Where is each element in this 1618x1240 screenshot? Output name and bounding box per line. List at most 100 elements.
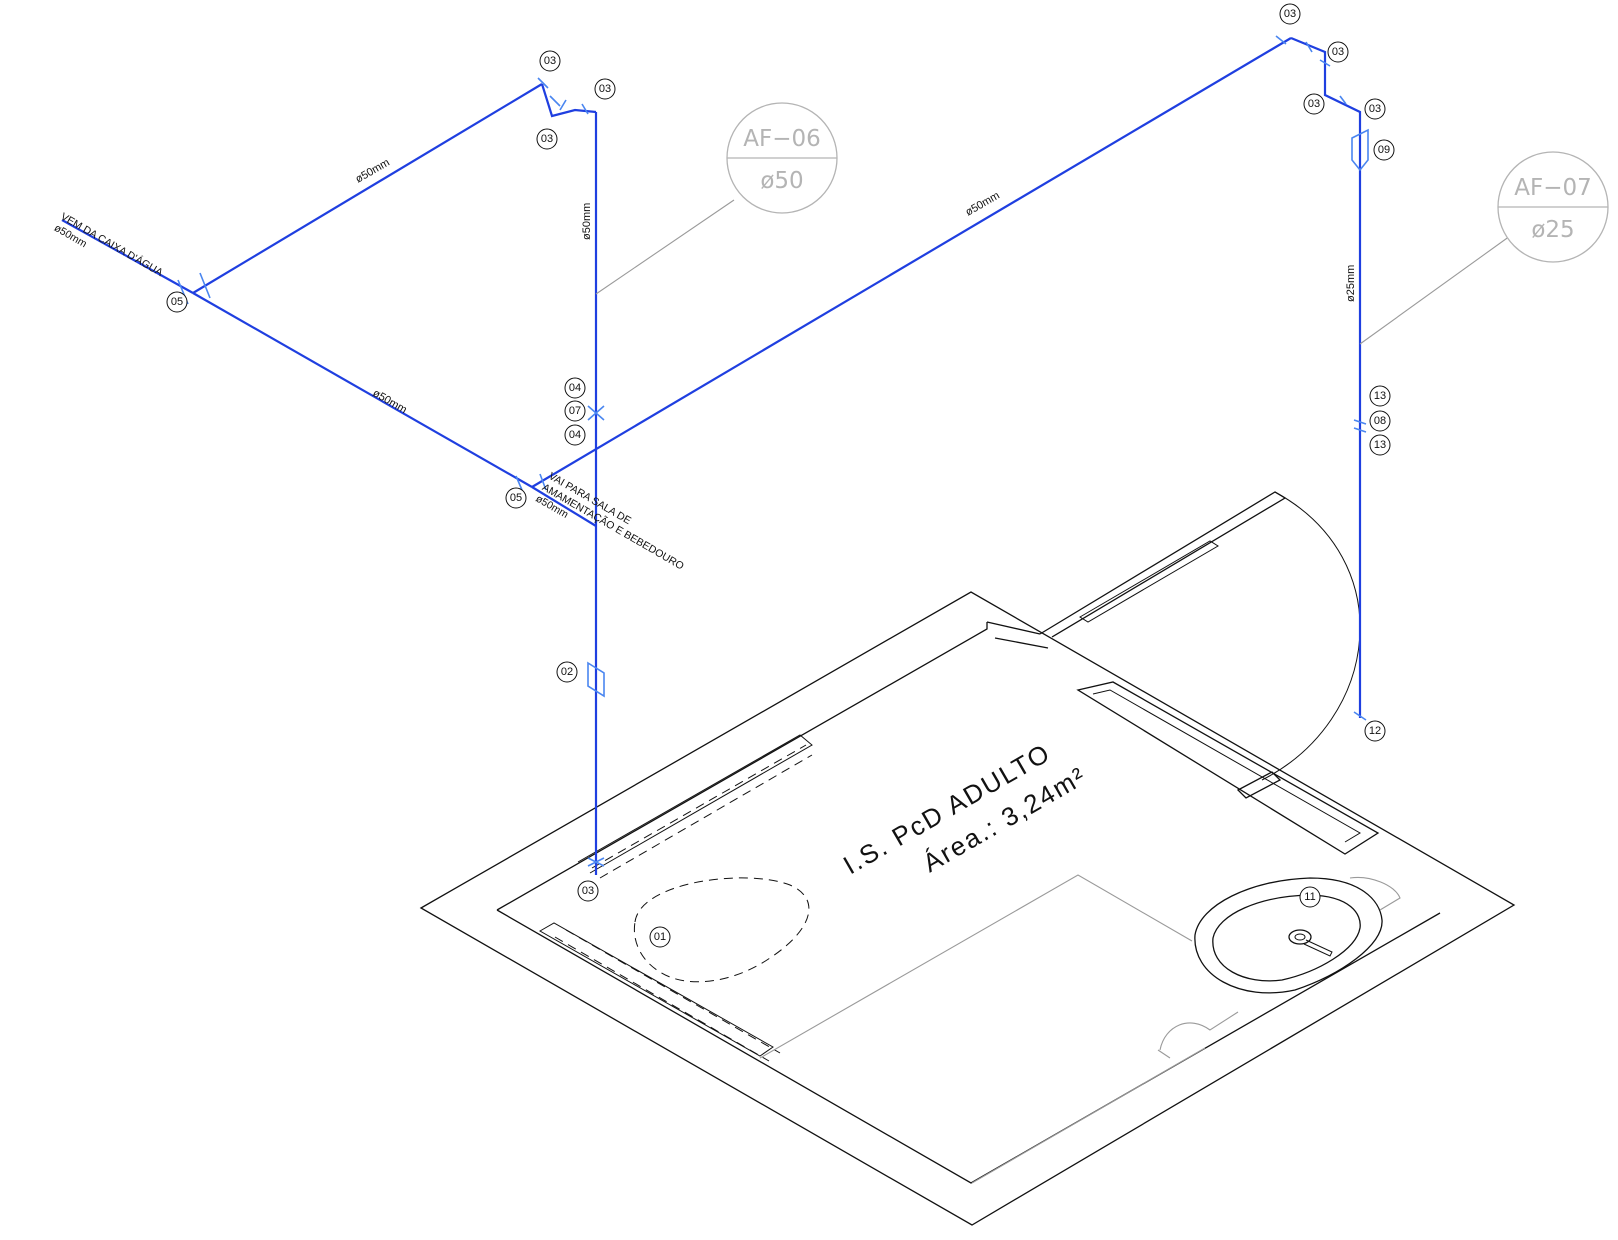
svg-text:12: 12	[1369, 725, 1381, 737]
svg-text:13: 13	[1374, 390, 1386, 402]
balloon-af06-id: AF−06	[743, 126, 821, 152]
svg-text:03: 03	[582, 885, 594, 897]
tag-13a: 13	[1369, 385, 1391, 407]
svg-text:13: 13	[1374, 439, 1386, 451]
pipe-05-to-05	[192, 292, 533, 488]
fitting-register-07	[587, 405, 605, 421]
leader-af07	[1359, 235, 1511, 345]
shower-area-b	[971, 1047, 1206, 1184]
inner-wall-bottom	[496, 909, 1441, 1184]
svg-text:03: 03	[544, 55, 556, 67]
pipe-drop-top-left	[540, 83, 597, 118]
pipe-label-2: ø50mm	[371, 387, 409, 416]
toilet-outline	[633, 877, 810, 983]
sink-drain	[1288, 929, 1312, 945]
svg-text:04: 04	[569, 429, 581, 441]
tag-12: 12	[1364, 720, 1386, 742]
door-frame-left	[986, 621, 1049, 649]
balloon-af07-dia: ø25	[1531, 217, 1574, 243]
door-swing-arc	[1261, 491, 1361, 781]
tag-03h: 03	[577, 880, 599, 902]
pipe-label-1: ø50mm	[354, 157, 392, 186]
shower-area	[759, 874, 1193, 1059]
pipe-diagonal-to-top-right	[531, 37, 1292, 488]
grab-bar-toilet-b	[599, 754, 813, 879]
right-wall	[1076, 681, 1380, 855]
fitting-05-center	[515, 473, 547, 491]
tag-08: 08	[1369, 410, 1391, 432]
svg-text:03: 03	[1332, 46, 1344, 58]
tag-03c: 03	[594, 78, 616, 100]
svg-text:11: 11	[1304, 891, 1315, 903]
room-label: I.S. PcD ADULTO Área.: 3,24m²	[838, 737, 1092, 880]
tag-04a: 04	[564, 377, 586, 399]
tag-03d: 03	[1279, 3, 1301, 25]
svg-text:03: 03	[1308, 98, 1320, 110]
grab-bar-toilet-a	[591, 744, 807, 869]
pipe-label-5: ø25mm	[1345, 265, 1357, 302]
inner-wall-left	[496, 622, 988, 911]
sink-bracket	[1349, 876, 1401, 911]
svg-text:08: 08	[1374, 415, 1386, 427]
svg-text:07: 07	[569, 405, 581, 417]
sink-tap	[1303, 939, 1333, 957]
svg-text:05: 05	[171, 296, 183, 308]
grab-bar-left-frame	[538, 922, 774, 1057]
upper-wall	[1039, 491, 1287, 638]
svg-text:03: 03	[1369, 103, 1381, 115]
piping	[61, 35, 1369, 875]
fitting-08	[1353, 419, 1367, 433]
pipe-top-right-offset	[1290, 36, 1362, 718]
svg-text:03: 03	[541, 133, 553, 145]
tag-13b: 13	[1369, 434, 1391, 456]
tag-05b: 05	[505, 487, 527, 509]
source-note: VEM DA CAIXA D'ÁGUA ø50mm	[52, 210, 165, 279]
tag-05a: 05	[166, 291, 188, 313]
balloon-af06-dia: ø50	[760, 168, 803, 194]
tag-04b: 04	[564, 424, 586, 446]
fitting-03-topleft	[537, 77, 589, 115]
tag-01: 01	[649, 926, 671, 948]
tag-02: 02	[556, 661, 578, 683]
pipe-05-to-top-left	[192, 83, 543, 294]
floor-plan	[419, 491, 1516, 1226]
svg-text:01: 01	[654, 931, 666, 943]
svg-text:02: 02	[561, 666, 573, 678]
grab-bar-right	[1092, 689, 1361, 843]
pipe-source-to-05	[61, 219, 194, 294]
svg-text:05: 05	[510, 492, 522, 504]
fitting-03-topright	[1275, 35, 1347, 105]
fitting-03-bottom	[587, 857, 605, 867]
tag-11: 11	[1299, 886, 1321, 908]
tag-07: 07	[564, 400, 586, 422]
pipe-05-to-dest	[531, 486, 597, 527]
pipe-label-4: ø50mm	[964, 190, 1002, 219]
sink-drain-inner	[1294, 933, 1306, 941]
sink-inner	[1212, 894, 1361, 982]
shower-corner	[1157, 1011, 1239, 1059]
svg-text:09: 09	[1378, 144, 1390, 156]
tag-03b: 03	[536, 128, 558, 150]
svg-text:04: 04	[569, 382, 581, 394]
slab-outline	[419, 591, 1516, 1226]
fitting-09	[1351, 128, 1369, 172]
pipe-label-3: ø50mm	[581, 203, 593, 240]
leader-af06	[595, 199, 735, 295]
tag-03e: 03	[1327, 41, 1349, 63]
tag-03a: 03	[539, 50, 561, 72]
grab-bar-toilet-frame	[577, 734, 813, 874]
dest-note: VAI PARA SALA DE AMAMENTAÇÃO E BEBEDOURO…	[534, 470, 687, 573]
door-jamb	[1236, 771, 1282, 799]
fitting-12	[1353, 711, 1367, 721]
tag-03f: 03	[1303, 93, 1325, 115]
dest-note-line2: AMAMENTAÇÃO E BEBEDOURO	[540, 481, 686, 573]
fitting-02	[587, 661, 605, 698]
balloon-af07: AF−07 ø25	[1497, 151, 1609, 263]
balloon-af06: AF−06 ø50	[726, 102, 838, 214]
sink-outer	[1194, 877, 1383, 994]
grab-bar-left-dash	[554, 929, 781, 1062]
balloon-af07-id: AF−07	[1514, 175, 1592, 201]
grab-bar-upper	[1079, 540, 1219, 623]
svg-text:03: 03	[599, 83, 611, 95]
